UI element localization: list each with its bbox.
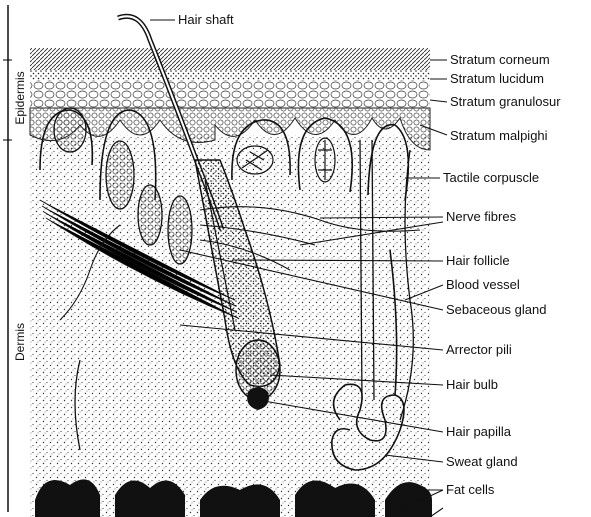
label-fat-cells: Fat cells	[446, 482, 495, 497]
label-arrector-pili: Arrector pili	[446, 342, 512, 357]
label-stratum-granulosum: Stratum granulosur	[450, 94, 561, 109]
epidermis-label: Epidermis	[13, 71, 27, 124]
label-blood-vessel: Blood vessel	[446, 277, 520, 292]
label-stratum-corneum: Stratum corneum	[450, 52, 550, 67]
label-stratum-malpighi: Stratum malpighi	[450, 128, 548, 143]
label-hair-shaft: Hair shaft	[178, 12, 234, 27]
stratum-lucidum-layer	[30, 70, 430, 80]
label-stratum-lucidum: Stratum lucidum	[450, 71, 544, 86]
label-hair-papilla: Hair papilla	[446, 424, 512, 439]
stratum-granulosum-layer	[30, 80, 430, 108]
layer-scale-bar	[3, 5, 12, 512]
label-hair-follicle: Hair follicle	[446, 253, 510, 268]
label-nerve-fibres: Nerve fibres	[446, 209, 517, 224]
label-sebaceous-gland: Sebaceous gland	[446, 302, 546, 317]
label-tactile-corpuscle: Tactile corpuscle	[443, 170, 539, 185]
dermis-label: Dermis	[13, 323, 27, 361]
stratum-corneum-layer	[30, 48, 430, 70]
label-sweat-gland: Sweat gland	[446, 454, 518, 469]
label-hair-bulb: Hair bulb	[446, 377, 498, 392]
